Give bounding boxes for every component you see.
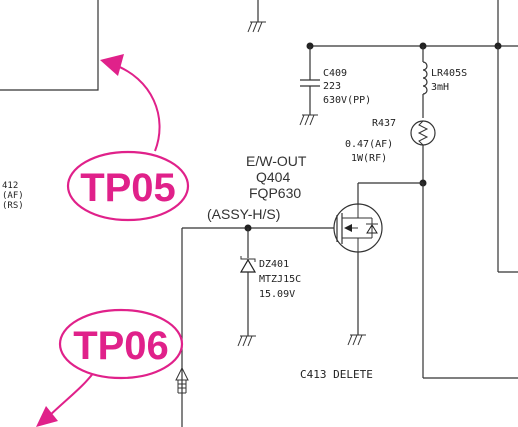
- q404-function: E/W-OUT: [246, 153, 307, 169]
- svg-text:412: 412: [2, 181, 18, 191]
- lr405s-value: 3mH: [431, 82, 449, 93]
- gate-wire: [181, 224, 334, 427]
- tp05-label: TP05: [80, 166, 176, 210]
- svg-text:(AF): (AF): [2, 191, 24, 201]
- r437-rating: 1W(RF): [351, 153, 387, 164]
- capacitor-c409: C409 223 630V(PP): [299, 46, 371, 126]
- dz401-ref: DZ401: [259, 259, 289, 270]
- q404-part: FQP630: [249, 185, 301, 201]
- left-board-outline: [0, 0, 99, 91]
- dz401-part: MTZJ15C: [259, 274, 301, 285]
- arrow-head-icon: [100, 54, 124, 76]
- q404-note: (ASSY-H/S): [207, 206, 280, 222]
- tp06-label: TP06: [73, 324, 169, 368]
- test-point-tp05: TP05: [66, 54, 190, 222]
- drain-node-wires: [357, 46, 518, 379]
- inductor-lr405s: LR405S 3mH: [422, 46, 467, 118]
- cut-off-component-label: 412 (AF) (RS): [2, 181, 24, 211]
- r437-value: 0.47(AF): [345, 139, 393, 150]
- top-rail-wire: [306, 0, 518, 50]
- lr405s-ref: LR405S: [431, 68, 467, 79]
- r437-ref: R437: [372, 118, 396, 129]
- mosfet-q404: E/W-OUT Q404 FQP630 (ASSY-H/S): [207, 153, 383, 335]
- resistor-r437: R437 0.47(AF) 1W(RF): [345, 118, 436, 183]
- c413-delete-note: C413 DELETE: [300, 368, 373, 381]
- c409-value: 223: [323, 81, 341, 92]
- arrow-head-icon: [36, 406, 58, 427]
- ground-symbol-source: [347, 334, 366, 346]
- c409-ref: C409: [323, 68, 347, 79]
- zener-dz401: DZ401 MTZJ15C 15.09V: [237, 228, 301, 347]
- q404-ref: Q404: [256, 169, 290, 185]
- dz401-voltage: 15.09V: [259, 289, 295, 300]
- signal-arrow-icon: [175, 366, 189, 394]
- c409-rating: 630V(PP): [323, 95, 371, 106]
- ground-symbol-top: [247, 0, 266, 33]
- svg-text:(RS): (RS): [2, 201, 24, 211]
- test-point-tp06: TP06: [36, 308, 184, 427]
